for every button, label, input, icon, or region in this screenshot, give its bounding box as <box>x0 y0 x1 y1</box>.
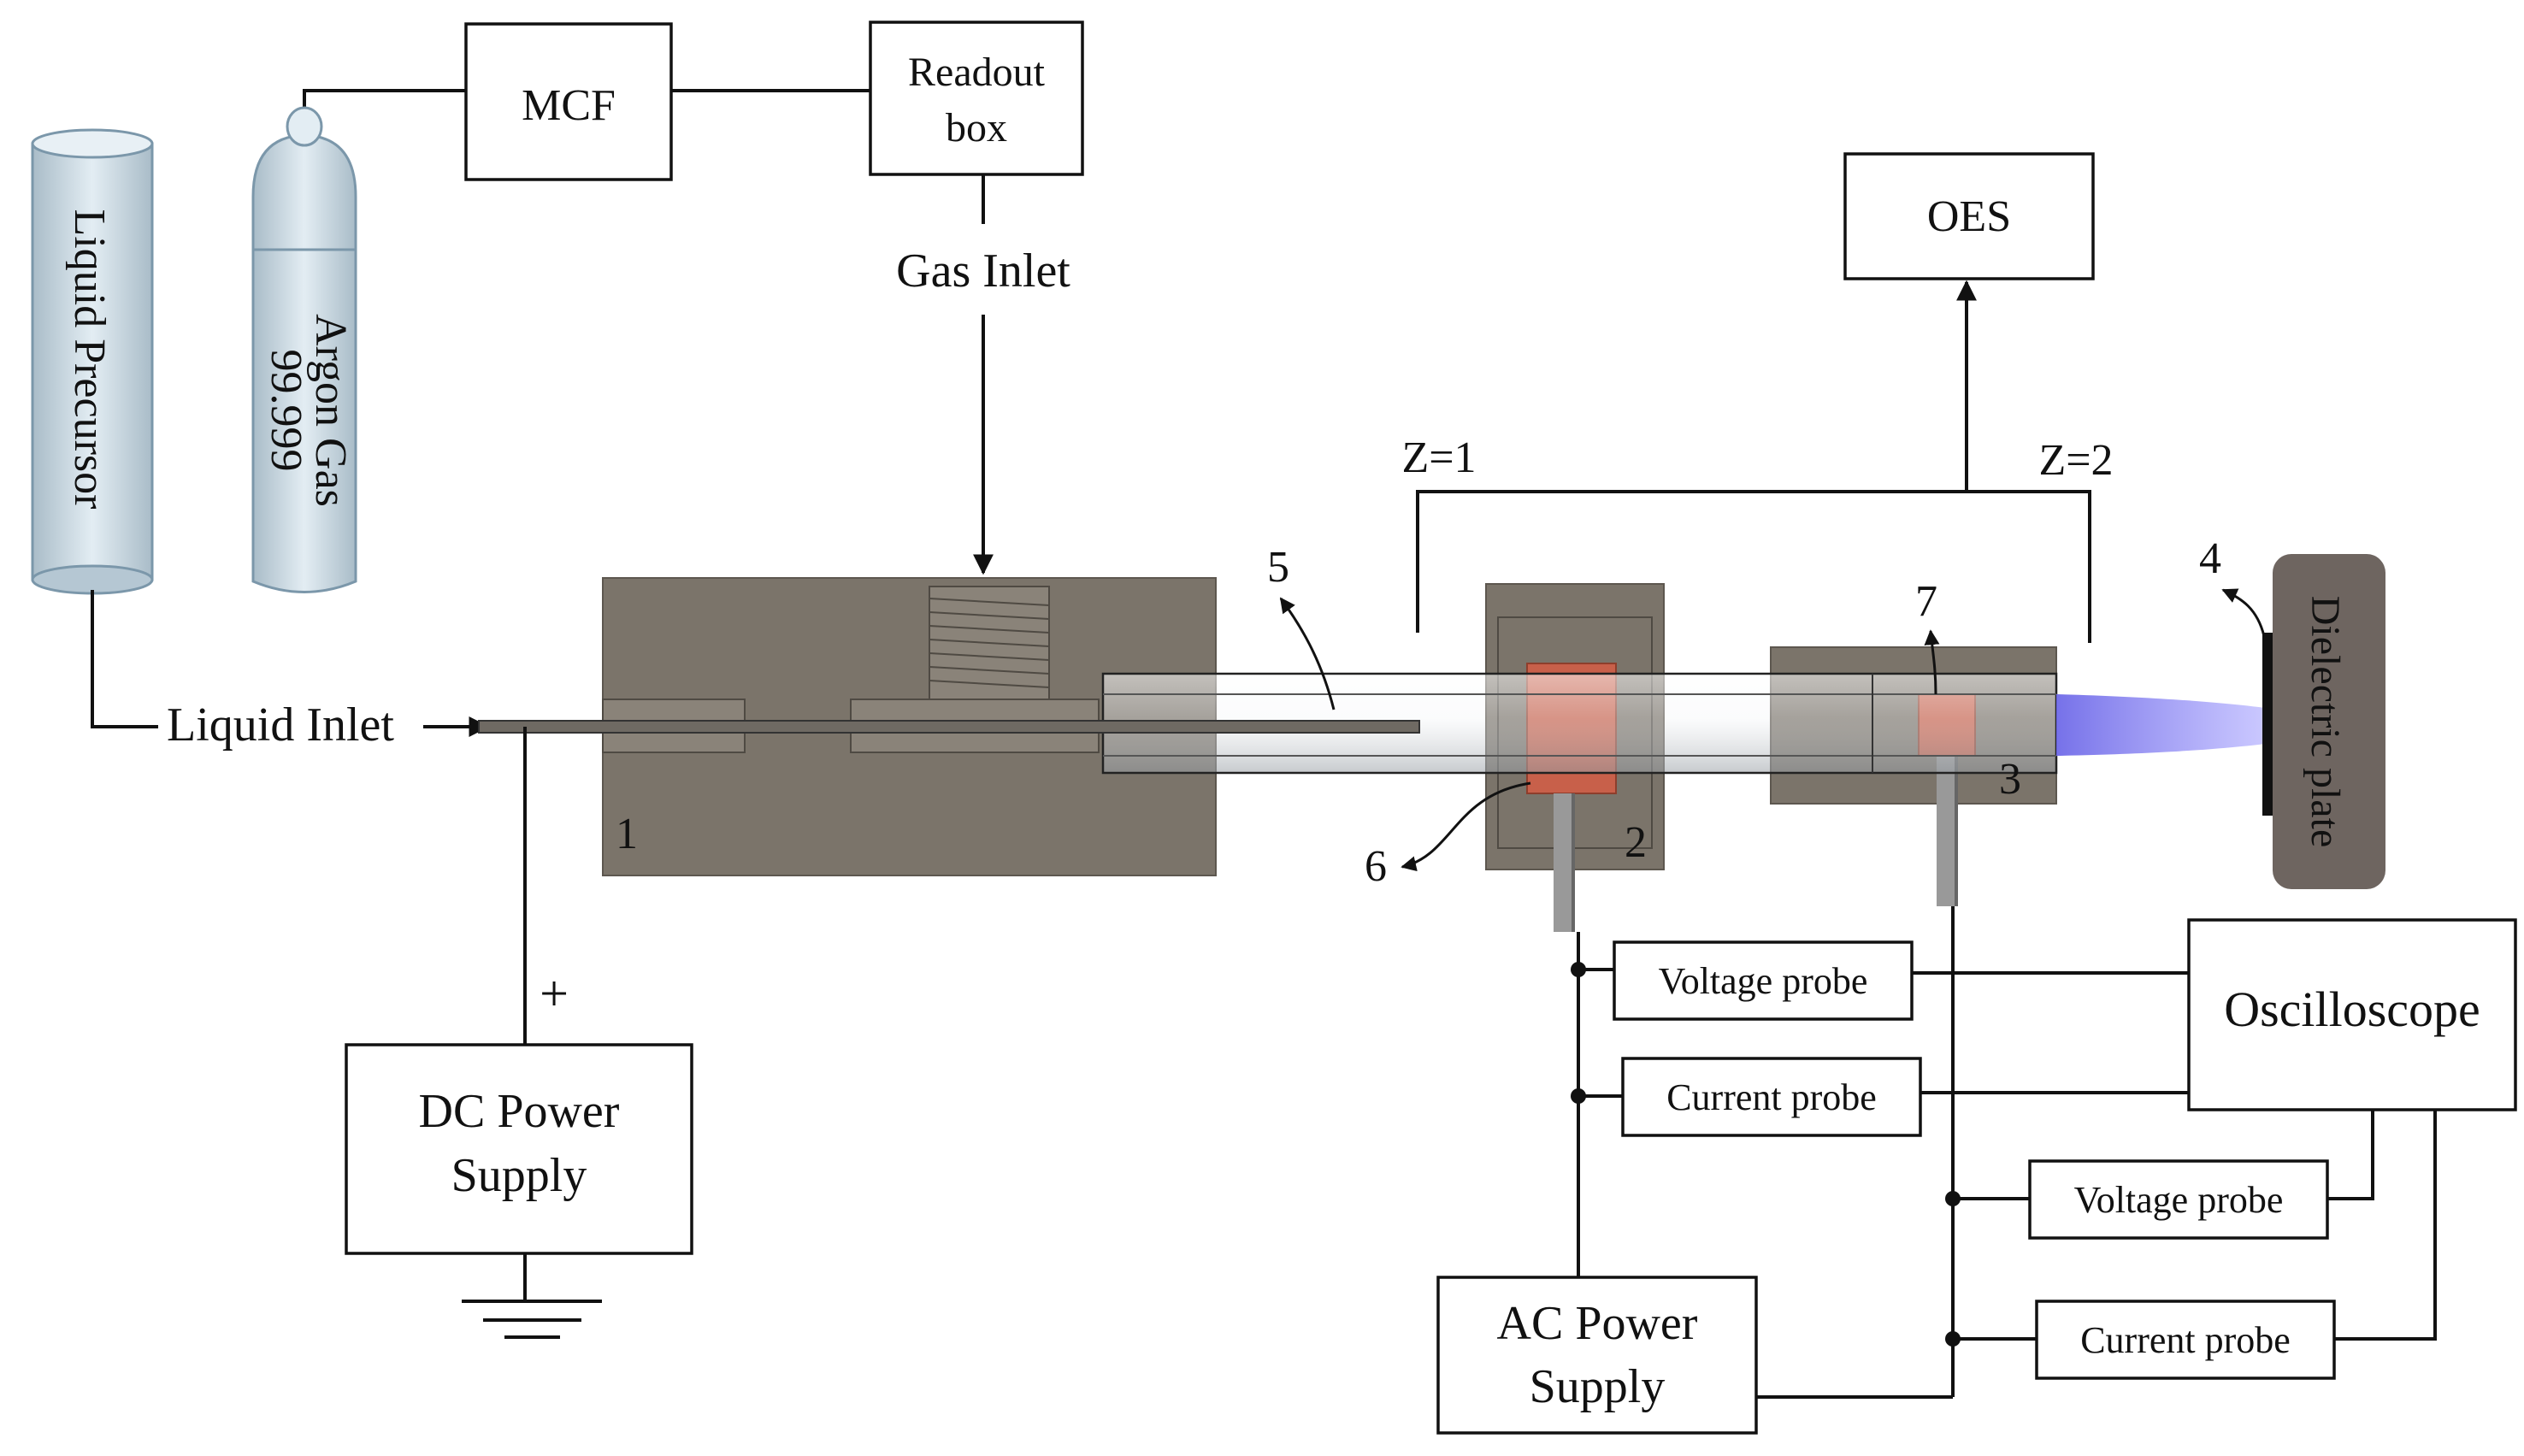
pointer-6 <box>1401 781 1531 872</box>
mcf-label: MCF <box>522 81 616 130</box>
z2-label: Z=2 <box>2038 436 2113 485</box>
current-probe-2-label: Current probe <box>2080 1319 2291 1361</box>
argon-label-line1: Argon Gas <box>306 314 355 507</box>
argon-to-mcf-line <box>303 89 466 109</box>
current-probe-1: Current probe <box>1621 1057 1922 1137</box>
voltage-probe-2-label: Voltage probe <box>2074 1179 2284 1221</box>
label-7: 7 <box>1915 577 1937 626</box>
pointer-7 <box>1924 629 1940 695</box>
measurement-wiring <box>1577 906 2437 1399</box>
readout-box: Readout box <box>869 21 1084 176</box>
pointer-4 <box>2221 588 2266 637</box>
pointer-5 <box>1279 597 1336 710</box>
current-probe-1-label: Current probe <box>1666 1076 1877 1118</box>
capillary-needle <box>478 720 1420 734</box>
label-4: 4 <box>2199 534 2221 583</box>
junction-dots <box>1571 962 1961 1347</box>
dc-label-line2: Supply <box>451 1149 587 1202</box>
argon-gas-cylinder: Argon Gas 99.999 <box>251 106 357 593</box>
readout-label-line2: box <box>946 105 1007 150</box>
label-1: 1 <box>616 810 638 858</box>
readout-label-line1: Readout <box>908 50 1046 95</box>
liquid-precursor-label: Liquid Precursor <box>65 209 114 510</box>
oscilloscope-box: Oscilloscope <box>2187 918 2517 1111</box>
current-probe-2: Current probe <box>2035 1300 2336 1380</box>
z-bracket <box>1416 490 2091 643</box>
voltage-probe-2: Voltage probe <box>2028 1159 2329 1240</box>
dielectric-plate-label: Dielectric plate <box>2303 596 2348 848</box>
z1-label: Z=1 <box>1401 433 1476 482</box>
plasma-jet <box>2056 694 2266 756</box>
oes-box: OES <box>1843 152 2095 280</box>
gas-inlet-label: Gas Inlet <box>896 245 1070 298</box>
label-2: 2 <box>1625 818 1647 867</box>
ac-power-supply-box: AC Power Supply <box>1436 1276 1758 1435</box>
ac-label-line1: AC Power <box>1497 1297 1698 1350</box>
dc-plus-label: + <box>540 965 569 1022</box>
label-3: 3 <box>1999 755 2021 804</box>
thread-lines <box>929 598 1050 688</box>
label-6: 6 <box>1365 842 1387 891</box>
precursor-to-inlet-line <box>91 590 158 728</box>
voltage-probe-1-label: Voltage probe <box>1659 960 1868 1002</box>
dielectric-plate: Dielectric plate <box>2262 554 2385 889</box>
liquid-inlet-label: Liquid Inlet <box>167 699 394 752</box>
oes-label: OES <box>1927 192 2011 241</box>
argon-label-line2: 99.999 <box>262 350 310 472</box>
mcf-box: MCF <box>464 22 673 181</box>
label-5: 5 <box>1267 543 1289 592</box>
dc-label-line1: DC Power <box>419 1085 620 1138</box>
oscilloscope-label: Oscilloscope <box>2224 981 2480 1037</box>
dc-power-supply-box: DC Power Supply <box>345 1043 693 1255</box>
ground-icon <box>462 1253 602 1339</box>
ac-label-line2: Supply <box>1530 1360 1666 1413</box>
liquid-precursor-cylinder: Liquid Precursor <box>31 128 154 595</box>
voltage-probe-1: Voltage probe <box>1613 940 1914 1021</box>
